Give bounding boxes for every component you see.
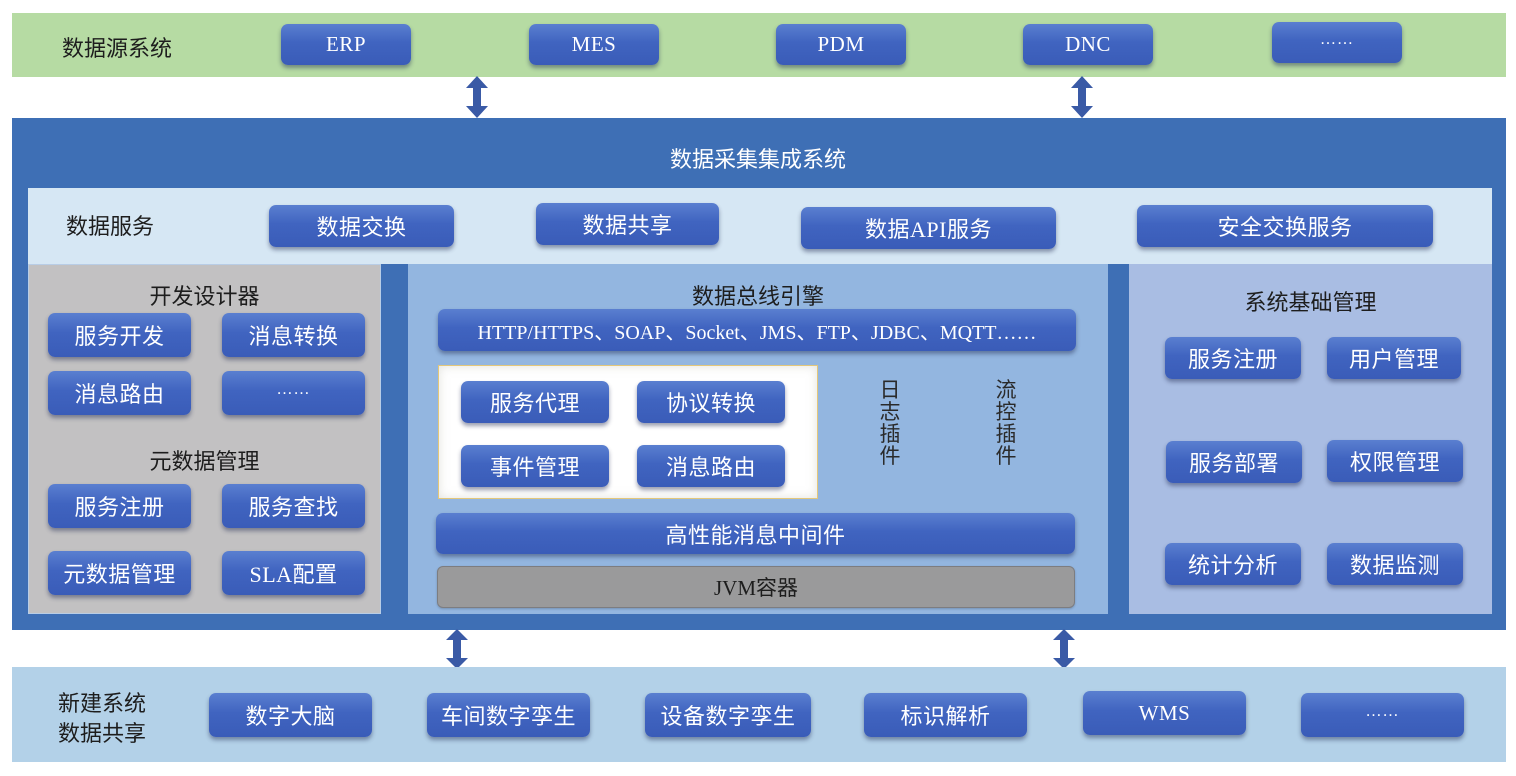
metadata-mgmt-button[interactable]: 元数据管理 bbox=[48, 551, 191, 595]
data-sharing-button[interactable]: 数据共享 bbox=[536, 203, 719, 245]
message-transform-button[interactable]: 消息转换 bbox=[222, 313, 365, 357]
new-systems-label-line2: 数据共享 bbox=[58, 721, 147, 746]
wms-button[interactable]: WMS bbox=[1083, 691, 1246, 735]
flow-plugin-char: 件 bbox=[995, 444, 1017, 468]
identifier-resolution-button[interactable]: 标识解析 bbox=[864, 693, 1027, 737]
secure-exchange-service-button[interactable]: 安全交换服务 bbox=[1137, 205, 1433, 247]
message-middleware-bar[interactable]: 高性能消息中间件 bbox=[436, 513, 1075, 554]
log-plugin-char: 日 bbox=[879, 378, 901, 402]
data-exchange-button[interactable]: 数据交换 bbox=[269, 205, 454, 247]
new-systems-label: 新建系统 数据共享 bbox=[58, 689, 146, 749]
data-services-label: 数据服务 bbox=[66, 214, 155, 239]
system-mgmt-title: 系统基础管理 bbox=[1244, 290, 1377, 315]
data-source-label: 数据源系统 bbox=[62, 36, 173, 61]
source-mes-button[interactable]: MES bbox=[529, 24, 659, 65]
log-plugin-char: 插 bbox=[879, 422, 901, 446]
double-arrow-icon bbox=[446, 629, 468, 669]
jvm-container-bar[interactable]: JVM容器 bbox=[437, 566, 1075, 608]
main-system-title: 数据采集集成系统 bbox=[669, 147, 846, 172]
workshop-digital-twin-button[interactable]: 车间数字孪生 bbox=[427, 693, 590, 737]
data-monitoring-button[interactable]: 数据监测 bbox=[1327, 543, 1463, 585]
sla-config-button[interactable]: SLA配置 bbox=[222, 551, 365, 595]
log-plugin-label: 日 志 插 件 bbox=[878, 379, 902, 467]
service-dev-button[interactable]: 服务开发 bbox=[48, 313, 191, 357]
bus-message-routing-button[interactable]: 消息路由 bbox=[637, 445, 785, 487]
service-lookup-button[interactable]: 服务查找 bbox=[222, 484, 365, 528]
service-proxy-button[interactable]: 服务代理 bbox=[461, 381, 609, 423]
statistics-analysis-button[interactable]: 统计分析 bbox=[1165, 543, 1301, 585]
new-systems-label-line1: 新建系统 bbox=[58, 691, 147, 716]
meta-service-register-button[interactable]: 服务注册 bbox=[48, 484, 191, 528]
double-arrow-icon bbox=[1071, 76, 1093, 118]
source-dnc-button[interactable]: DNC bbox=[1023, 24, 1153, 65]
log-plugin-char: 志 bbox=[879, 400, 901, 424]
dev-more-button[interactable]: …… bbox=[222, 371, 365, 415]
flow-plugin-char: 控 bbox=[995, 400, 1017, 424]
flow-control-plugin-label: 流 控 插 件 bbox=[994, 379, 1018, 467]
permission-mgmt-button[interactable]: 权限管理 bbox=[1327, 440, 1463, 482]
log-plugin-char: 件 bbox=[879, 444, 901, 468]
source-more-button[interactable]: …… bbox=[1272, 22, 1402, 63]
data-api-service-button[interactable]: 数据API服务 bbox=[801, 207, 1056, 249]
equipment-digital-twin-button[interactable]: 设备数字孪生 bbox=[645, 693, 811, 737]
service-deploy-button[interactable]: 服务部署 bbox=[1166, 441, 1302, 483]
message-routing-button[interactable]: 消息路由 bbox=[48, 371, 191, 415]
metadata-mgmt-title: 元数据管理 bbox=[149, 449, 260, 474]
dev-designer-title: 开发设计器 bbox=[149, 284, 260, 309]
double-arrow-icon bbox=[466, 76, 488, 118]
user-mgmt-button[interactable]: 用户管理 bbox=[1327, 337, 1461, 379]
protocol-conversion-button[interactable]: 协议转换 bbox=[637, 381, 785, 423]
flow-plugin-char: 插 bbox=[995, 422, 1017, 446]
source-erp-button[interactable]: ERP bbox=[281, 24, 411, 65]
event-mgmt-button[interactable]: 事件管理 bbox=[461, 445, 609, 487]
digital-brain-button[interactable]: 数字大脑 bbox=[209, 693, 372, 737]
new-systems-more-button[interactable]: …… bbox=[1301, 693, 1464, 737]
flow-plugin-char: 流 bbox=[995, 378, 1017, 402]
mgmt-service-register-button[interactable]: 服务注册 bbox=[1165, 337, 1301, 379]
protocols-bar[interactable]: HTTP/HTTPS、SOAP、Socket、JMS、FTP、JDBC、MQTT… bbox=[438, 309, 1076, 351]
data-bus-engine-title: 数据总线引擎 bbox=[691, 284, 824, 309]
data-source-layer bbox=[12, 13, 1506, 77]
double-arrow-icon bbox=[1053, 629, 1075, 669]
source-pdm-button[interactable]: PDM bbox=[776, 24, 906, 65]
